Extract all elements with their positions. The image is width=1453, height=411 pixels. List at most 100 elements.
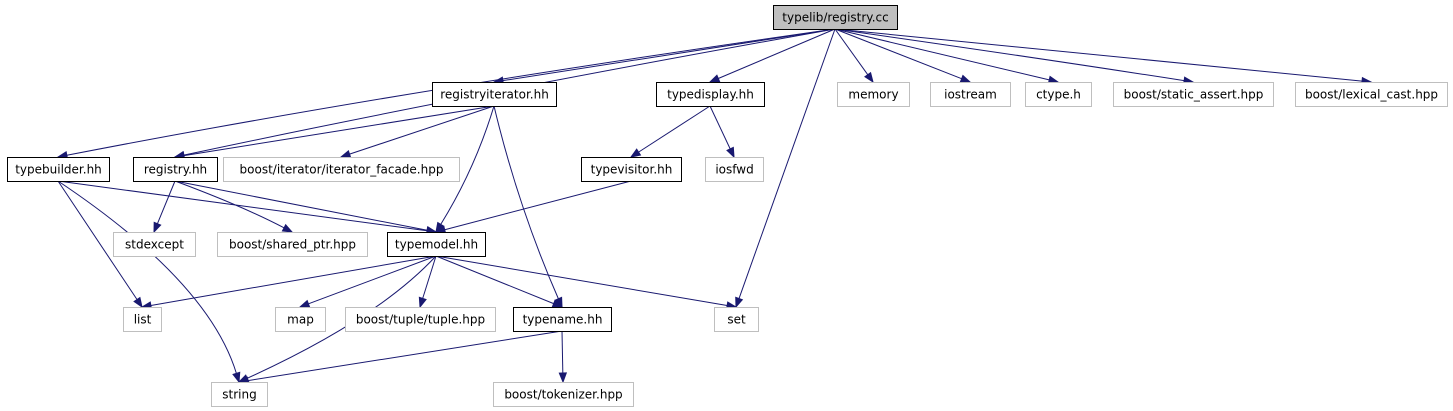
edge-line bbox=[57, 180, 237, 374]
arrowhead-icon bbox=[864, 71, 874, 84]
edge-typedisplay-hh-to-typevisitor-hh bbox=[629, 105, 711, 158]
node-box bbox=[123, 307, 162, 332]
nodes-layer: typelib/registry.cc registryiterator.hh ty… bbox=[7, 5, 1448, 407]
node-label: typedisplay.hh bbox=[667, 88, 754, 102]
node-box bbox=[387, 232, 486, 257]
edge-typelib-registry-cc-to-typedisplay-hh bbox=[708, 28, 836, 83]
node-label: stdexcept bbox=[125, 238, 184, 252]
edge-line bbox=[247, 330, 563, 382]
edge-typebuilder-hh-to-typemodel-hh bbox=[57, 180, 438, 235]
edge-line bbox=[738, 28, 836, 299]
edge-typename-hh-to-boost-tokenizer-hpp bbox=[558, 330, 568, 384]
node-typename-hh[interactable]: typename.hh bbox=[513, 307, 612, 332]
node-box bbox=[513, 307, 612, 332]
arrowhead-icon bbox=[339, 149, 352, 159]
edge-typebuilder-hh-to-list bbox=[57, 180, 143, 309]
node-box bbox=[113, 232, 196, 257]
edge-line bbox=[156, 180, 176, 224]
node-box bbox=[773, 5, 898, 30]
edge-registry-hh-to-typemodel-hh bbox=[174, 180, 438, 235]
node-label: typebuilder.hh bbox=[15, 163, 102, 177]
arrowhead-icon bbox=[281, 223, 294, 233]
node-typemodel-hh[interactable]: typemodel.hh bbox=[387, 232, 486, 257]
node-typelib-registry-cc[interactable]: typelib/registry.cc bbox=[773, 5, 898, 30]
node-box bbox=[493, 382, 634, 407]
node-stdexcept: stdexcept bbox=[113, 232, 196, 257]
edge-line bbox=[493, 105, 559, 299]
node-box bbox=[217, 232, 368, 257]
node-label: typename.hh bbox=[523, 313, 603, 327]
node-label: boost/shared_ptr.hpp bbox=[229, 238, 356, 252]
edge-line bbox=[422, 255, 437, 299]
node-box bbox=[714, 307, 759, 332]
node-box bbox=[1295, 82, 1448, 107]
arrowhead-icon bbox=[232, 371, 241, 384]
node-box bbox=[211, 382, 268, 407]
node-label: registryiterator.hh bbox=[440, 88, 549, 102]
node-box bbox=[7, 157, 110, 182]
edge-line bbox=[440, 105, 495, 225]
node-registry-hh[interactable]: registry.hh bbox=[133, 157, 218, 182]
edge-typelib-registry-cc-to-registryiterator-hh bbox=[492, 28, 836, 85]
arrowhead-icon bbox=[708, 74, 721, 83]
node-box bbox=[432, 82, 557, 107]
node-label: typelib/registry.cc bbox=[782, 11, 888, 25]
edge-typemodel-hh-to-set bbox=[435, 255, 738, 310]
edge-line bbox=[502, 28, 836, 82]
edge-typelib-registry-cc-to-iostream bbox=[834, 28, 972, 83]
node-box bbox=[705, 157, 764, 182]
edge-line bbox=[66, 28, 836, 156]
arrowhead-icon bbox=[558, 372, 568, 384]
arrowhead-icon bbox=[551, 299, 564, 308]
arrowhead-icon bbox=[959, 74, 972, 83]
node-label: boost/tuple/tuple.hpp bbox=[356, 313, 485, 327]
edge-line bbox=[444, 180, 632, 231]
node-list: list bbox=[123, 307, 162, 332]
node-boost-iterator-iterator-facade-hpp: boost/iterator/iterator_facade.hpp bbox=[223, 157, 460, 182]
node-label: boost/lexical_cast.hpp bbox=[1305, 88, 1438, 102]
edge-line bbox=[834, 28, 962, 80]
arrowhead-icon bbox=[153, 221, 162, 234]
node-label: memory bbox=[848, 88, 898, 102]
edge-typemodel-hh-to-list bbox=[140, 255, 437, 310]
node-label: ctype.h bbox=[1036, 88, 1081, 102]
node-box bbox=[275, 307, 326, 332]
node-boost-static-assert-hpp: boost/static_assert.hpp bbox=[1113, 82, 1274, 107]
node-label: iosfwd bbox=[715, 163, 753, 177]
edge-registry-hh-to-boost-shared-ptr-hpp bbox=[174, 180, 294, 233]
edge-line bbox=[709, 105, 731, 150]
node-typevisitor-hh[interactable]: typevisitor.hh bbox=[581, 157, 682, 182]
node-label: string bbox=[222, 388, 256, 402]
edge-line bbox=[57, 180, 428, 232]
arrowhead-icon bbox=[629, 148, 642, 158]
edge-typename-hh-to-string bbox=[237, 330, 563, 385]
edge-typelib-registry-cc-to-typebuilder-hh bbox=[56, 28, 836, 160]
edge-line bbox=[174, 180, 285, 229]
node-box bbox=[133, 157, 218, 182]
node-box bbox=[1113, 82, 1274, 107]
node-registryiterator-hh[interactable]: registryiterator.hh bbox=[432, 82, 557, 107]
edge-registry-hh-to-stdexcept bbox=[153, 180, 176, 234]
node-label: boost/iterator/iterator_facade.hpp bbox=[240, 163, 444, 177]
node-label: list bbox=[134, 313, 152, 327]
edge-typemodel-hh-to-map bbox=[298, 255, 437, 308]
edge-typemodel-hh-to-typename-hh bbox=[435, 255, 564, 308]
node-box bbox=[581, 157, 682, 182]
edge-typelib-registry-cc-to-boost-lexical-cast-hpp bbox=[834, 28, 1373, 86]
edge-typemodel-hh-to-boost-tuple-tuple-hpp bbox=[418, 255, 437, 309]
edge-line bbox=[435, 255, 728, 306]
node-label: typemodel.hh bbox=[395, 238, 478, 252]
node-boost-lexical-cast-hpp: boost/lexical_cast.hpp bbox=[1295, 82, 1448, 107]
node-box bbox=[1025, 82, 1092, 107]
edge-typelib-registry-cc-to-boost-static-assert-hpp bbox=[834, 28, 1195, 85]
edge-typelib-registry-cc-to-set bbox=[735, 28, 836, 309]
edge-typedisplay-hh-to-iosfwd bbox=[709, 105, 735, 159]
node-label: boost/tokenizer.hpp bbox=[504, 388, 622, 402]
node-typedisplay-hh[interactable]: typedisplay.hh bbox=[656, 82, 765, 107]
node-typebuilder-hh[interactable]: typebuilder.hh bbox=[7, 157, 110, 182]
edge-line bbox=[834, 28, 1363, 82]
node-ctype-h: ctype.h bbox=[1025, 82, 1092, 107]
node-memory: memory bbox=[837, 82, 910, 107]
arrowhead-icon bbox=[133, 296, 143, 309]
